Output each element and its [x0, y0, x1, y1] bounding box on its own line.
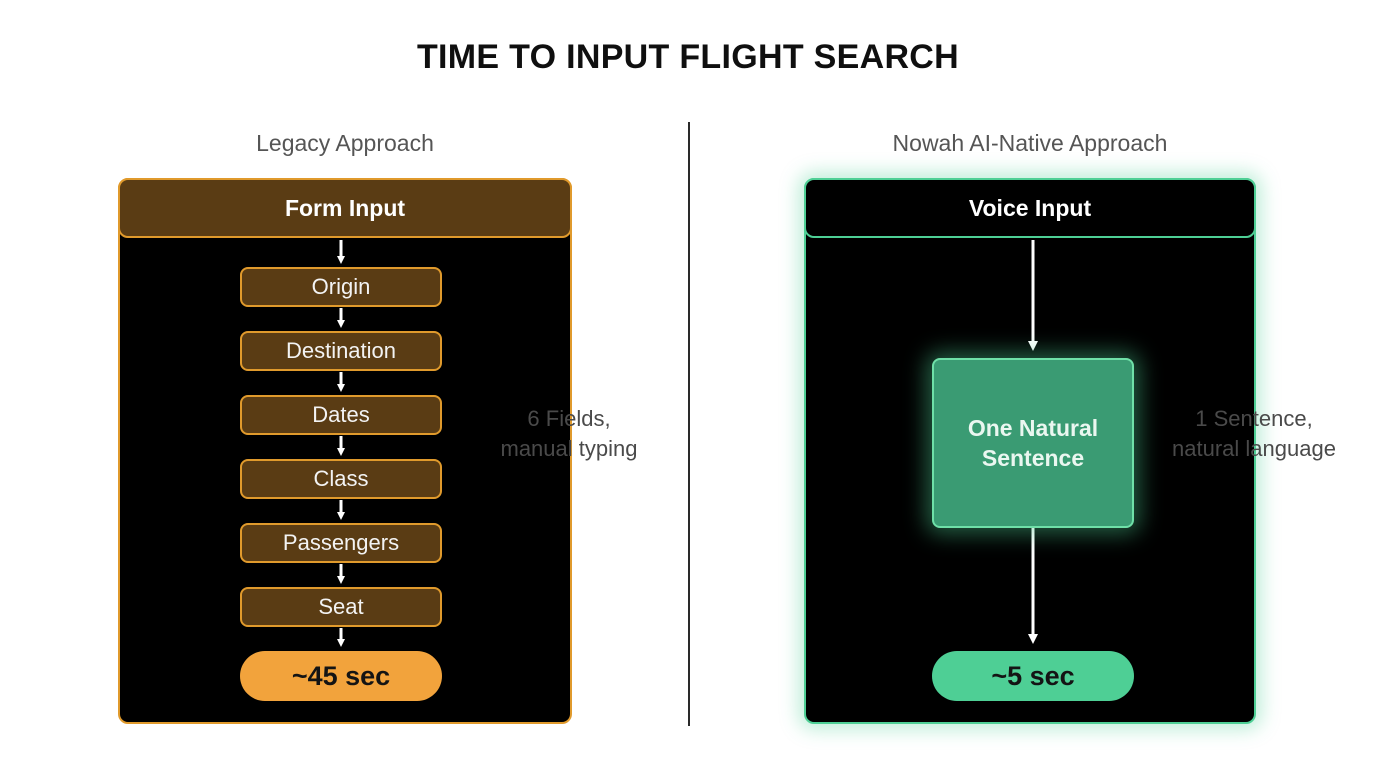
- natural-sentence-box: One Natural Sentence: [932, 358, 1134, 528]
- field-passengers: Passengers: [240, 523, 442, 563]
- legacy-note-line1: 6 Fields,: [527, 406, 611, 431]
- field-class: Class: [240, 459, 442, 499]
- legacy-note-line2: manual typing: [500, 436, 638, 461]
- native-side-note: 1 Sentence, natural language: [1154, 404, 1354, 464]
- native-note-line2: natural language: [1172, 436, 1336, 461]
- page-title: TIME TO INPUT FLIGHT SEARCH: [416, 38, 960, 76]
- native-flow-arrows: [1028, 240, 1038, 644]
- field-origin: Origin: [240, 267, 442, 307]
- center-divider: [688, 122, 690, 726]
- field-seat: Seat: [240, 587, 442, 627]
- legacy-flow-arrows: [337, 240, 345, 647]
- native-time-result: ~5 sec: [932, 651, 1134, 701]
- legacy-time-result: ~45 sec: [240, 651, 442, 701]
- form-input-header: Form Input: [118, 178, 572, 238]
- legacy-panel: Form Input Origin Destination Dates Clas…: [118, 178, 572, 724]
- legacy-approach-heading: Legacy Approach: [256, 130, 434, 156]
- field-dates: Dates: [240, 395, 442, 435]
- native-panel: Voice Input One Natural Sentence ~5 sec: [804, 178, 1256, 724]
- native-note-line1: 1 Sentence,: [1195, 406, 1313, 431]
- field-destination: Destination: [240, 331, 442, 371]
- voice-input-header: Voice Input: [804, 178, 1256, 238]
- legacy-side-note: 6 Fields, manual typing: [469, 404, 669, 464]
- native-approach-heading: Nowah AI-Native Approach: [892, 130, 1168, 156]
